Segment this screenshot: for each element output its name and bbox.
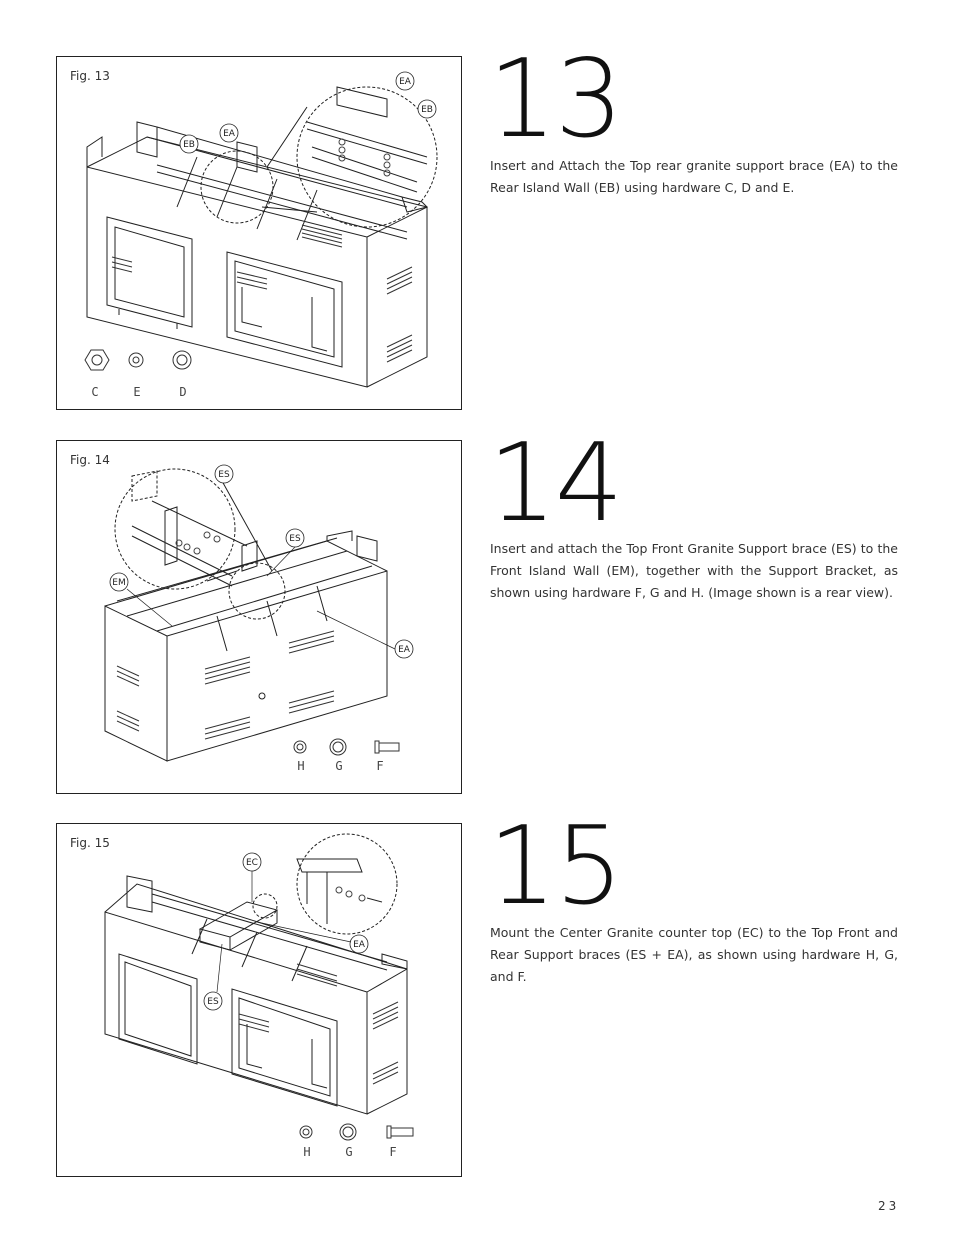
hardware-label: F — [376, 759, 383, 773]
step-number: 15 — [488, 804, 623, 929]
callout-label: EA — [223, 129, 236, 139]
step-instructions: Mount the Center Granite counter top (EC… — [490, 925, 898, 984]
callout-eb-left — [179, 134, 199, 154]
figure-14: ES ES EM EA H G F Fig. 14 — [56, 440, 462, 794]
hardware-label: D — [179, 385, 186, 399]
washer-icon — [299, 1125, 313, 1139]
detail-circle — [296, 833, 398, 935]
detail-circle-large — [296, 86, 438, 228]
hardware-icons-15 — [299, 1123, 414, 1141]
callout-label: EM — [112, 578, 125, 588]
callout-label: ES — [289, 534, 301, 544]
figure-13: EB EA EA EB C E D Fig. 13 — [56, 56, 462, 410]
callout-ea — [349, 934, 369, 954]
callout-label: ES — [207, 997, 219, 1007]
callout-group-14: ES ES EM EA — [109, 464, 414, 659]
cabinet-side-panel — [366, 206, 428, 388]
lock-washer-icon — [339, 1123, 357, 1141]
hardware-label: H — [303, 1145, 310, 1159]
hardware-label: E — [133, 385, 140, 399]
figure-13-drawing: EB EA EA EB C E D — [84, 71, 438, 399]
hardware-label: G — [335, 759, 342, 773]
page-number: 23 — [878, 1199, 900, 1213]
callout-es — [203, 991, 223, 1011]
callout-label: EA — [399, 77, 412, 87]
callout-group-13: EB EA EA EB — [179, 71, 437, 154]
step-instructions: Insert and Attach the Top rear granite s… — [490, 158, 898, 195]
detail-circle-large — [114, 468, 236, 590]
figure-label: Fig. 13 — [70, 69, 110, 83]
bolt-icon — [386, 1125, 414, 1139]
callout-group-15: EC EA ES — [203, 852, 369, 1011]
callout-label: ES — [218, 470, 230, 480]
callout-label: EC — [246, 858, 258, 868]
washer-icon — [293, 740, 307, 754]
callout-label: EB — [183, 140, 195, 150]
bolt-icon — [374, 740, 400, 754]
detail-circle-small — [200, 150, 274, 224]
hex-nut-icon — [84, 349, 110, 371]
figure-15: EC EA ES H G F Fig. 15 — [56, 823, 462, 1177]
cabinet-side-panel — [104, 605, 168, 762]
washer-icon — [128, 352, 144, 368]
callout-ea-right — [395, 71, 415, 91]
step-number: 13 — [488, 37, 623, 162]
hardware-icons-14 — [293, 738, 400, 756]
callout-label: EB — [421, 105, 433, 115]
step-number: 14 — [488, 421, 623, 546]
hardware-label: G — [345, 1145, 352, 1159]
cabinet-side-panel — [366, 968, 408, 1115]
hardware-label: F — [389, 1145, 396, 1159]
figure-15-drawing: EC EA ES H G F — [104, 833, 414, 1159]
hardware-label: H — [297, 759, 304, 773]
step-instructions: Insert and attach the Top Front Granite … — [490, 541, 898, 600]
cabinet-front-panel — [104, 911, 368, 1115]
callout-es-top — [214, 464, 234, 484]
figure-label: Fig. 14 — [70, 453, 110, 467]
figure-label: Fig. 15 — [70, 836, 110, 850]
cabinet-front-panel — [166, 570, 388, 762]
callout-label: EA — [398, 645, 411, 655]
hardware-label: C — [91, 385, 98, 399]
callout-em — [109, 572, 129, 592]
lock-washer-icon — [329, 738, 347, 756]
lock-washer-icon — [172, 350, 192, 370]
hardware-icons-13 — [84, 349, 192, 371]
callout-eb-right — [417, 99, 437, 119]
figure-14-drawing: ES ES EM EA H G F — [104, 464, 414, 773]
callout-ea-left — [219, 123, 239, 143]
callout-label: EA — [353, 940, 366, 950]
